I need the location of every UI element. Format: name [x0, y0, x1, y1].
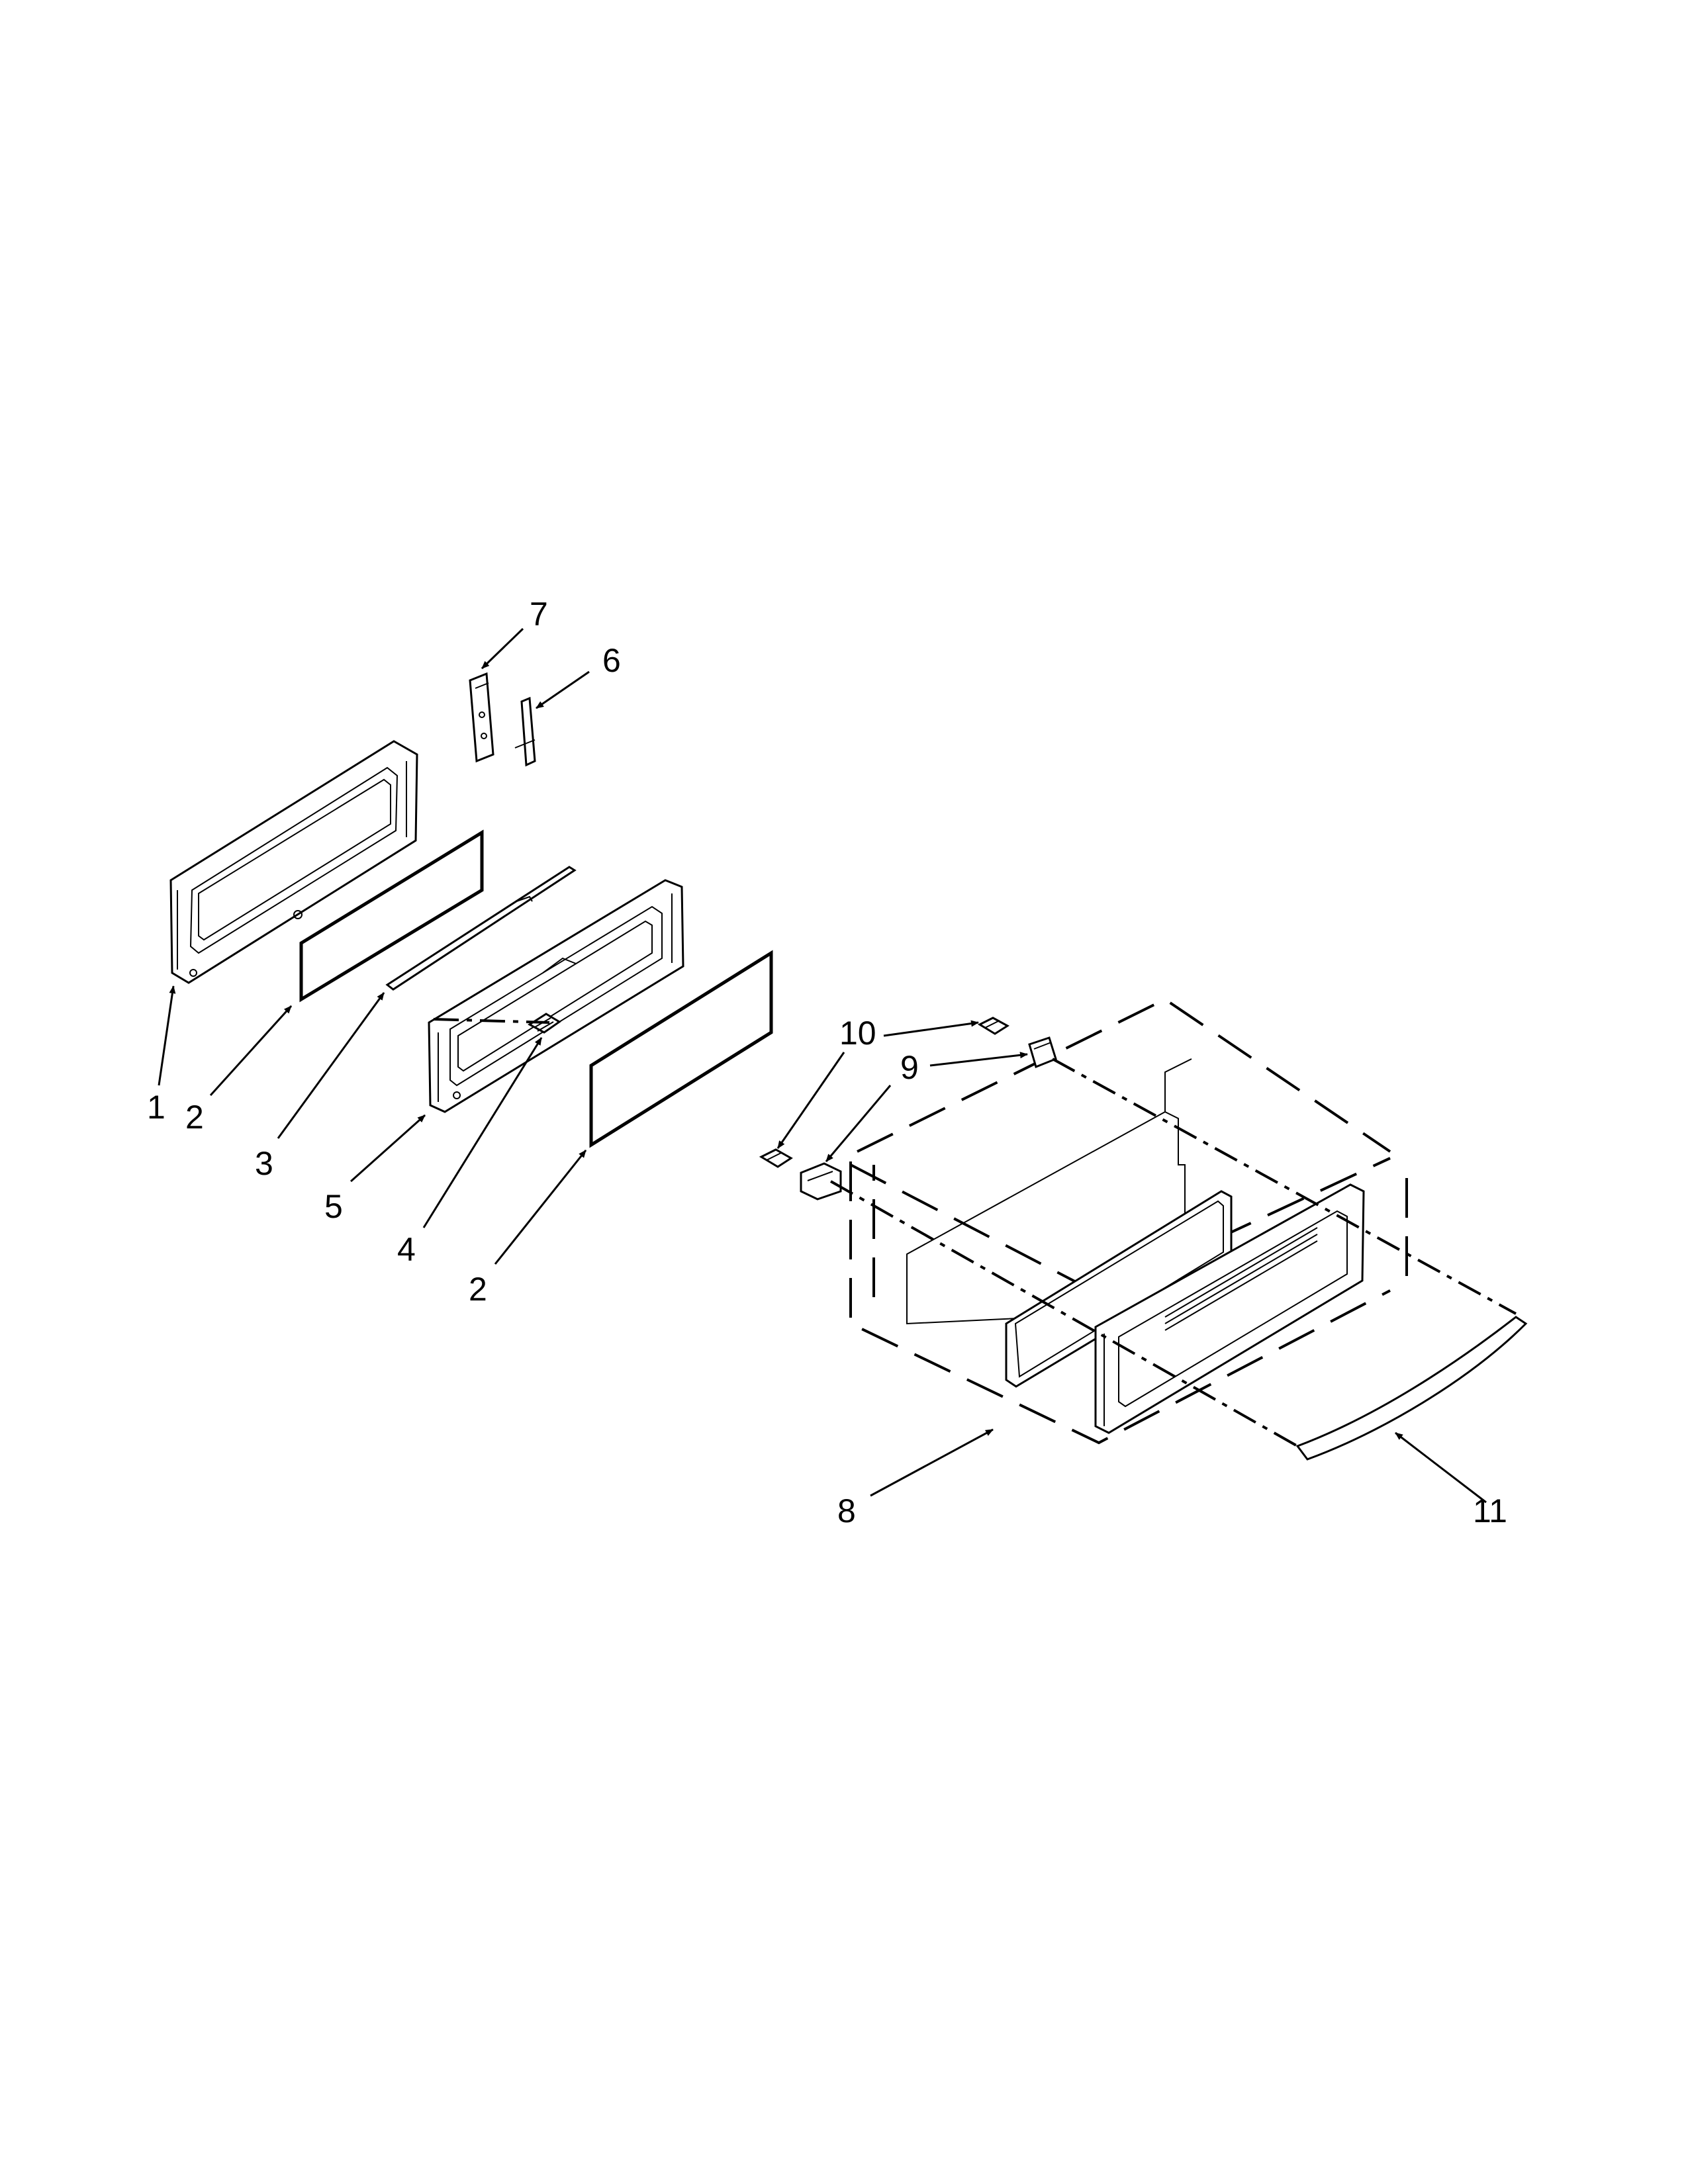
- part-9-bracket-lower: [800, 1162, 842, 1201]
- part-2-glass-upper: [299, 829, 484, 1003]
- callout-labels: 1 2 3 5 4 2 7 6 10 9 8 11: [147, 596, 1507, 1529]
- part-10-screw-lower: [759, 1148, 793, 1168]
- leader-11: [1395, 1432, 1487, 1504]
- leader-8: [870, 1428, 994, 1497]
- callout-8: 8: [837, 1492, 856, 1529]
- callout-3: 3: [255, 1145, 273, 1182]
- leader-3: [277, 992, 385, 1139]
- leader-9-upper: [929, 1052, 1028, 1067]
- leader-lines: [158, 627, 1487, 1504]
- part-2-glass-lower: [589, 950, 773, 1148]
- callout-6: 6: [602, 642, 621, 679]
- leader-7: [481, 627, 524, 670]
- callout-2-lower: 2: [469, 1271, 487, 1308]
- leader-9-lower: [825, 1085, 892, 1162]
- callout-5: 5: [324, 1188, 343, 1225]
- leader-10-lower: [776, 1052, 845, 1149]
- leader-2-upper: [209, 1005, 293, 1097]
- leader-2-lower: [494, 1150, 587, 1265]
- part-1-inner-door-panel: [169, 740, 418, 984]
- part-6-hinge-pin: [514, 696, 536, 767]
- leader-5: [350, 1114, 426, 1183]
- callout-4: 4: [397, 1231, 416, 1268]
- part-11-handle: [1295, 1316, 1528, 1461]
- part-10-screw-upper: [977, 1017, 1009, 1035]
- callout-7: 7: [530, 596, 548, 633]
- leader-4: [422, 1037, 543, 1228]
- part-7-hinge-bracket: [469, 672, 494, 763]
- leader-6: [536, 670, 590, 709]
- callout-1: 1: [147, 1089, 165, 1126]
- part-9-bracket-upper: [1028, 1036, 1057, 1069]
- assembly-axis-lines: [433, 1018, 1517, 1447]
- leader-10-upper: [883, 1020, 979, 1037]
- callout-10: 10: [839, 1015, 876, 1052]
- part-3-spacer-strip: [385, 866, 577, 991]
- callout-2-upper: 2: [185, 1099, 204, 1136]
- callout-9: 9: [900, 1049, 919, 1086]
- callout-11: 11: [1473, 1492, 1507, 1529]
- leader-1: [158, 985, 176, 1086]
- part-5-door-frame: [428, 879, 684, 1113]
